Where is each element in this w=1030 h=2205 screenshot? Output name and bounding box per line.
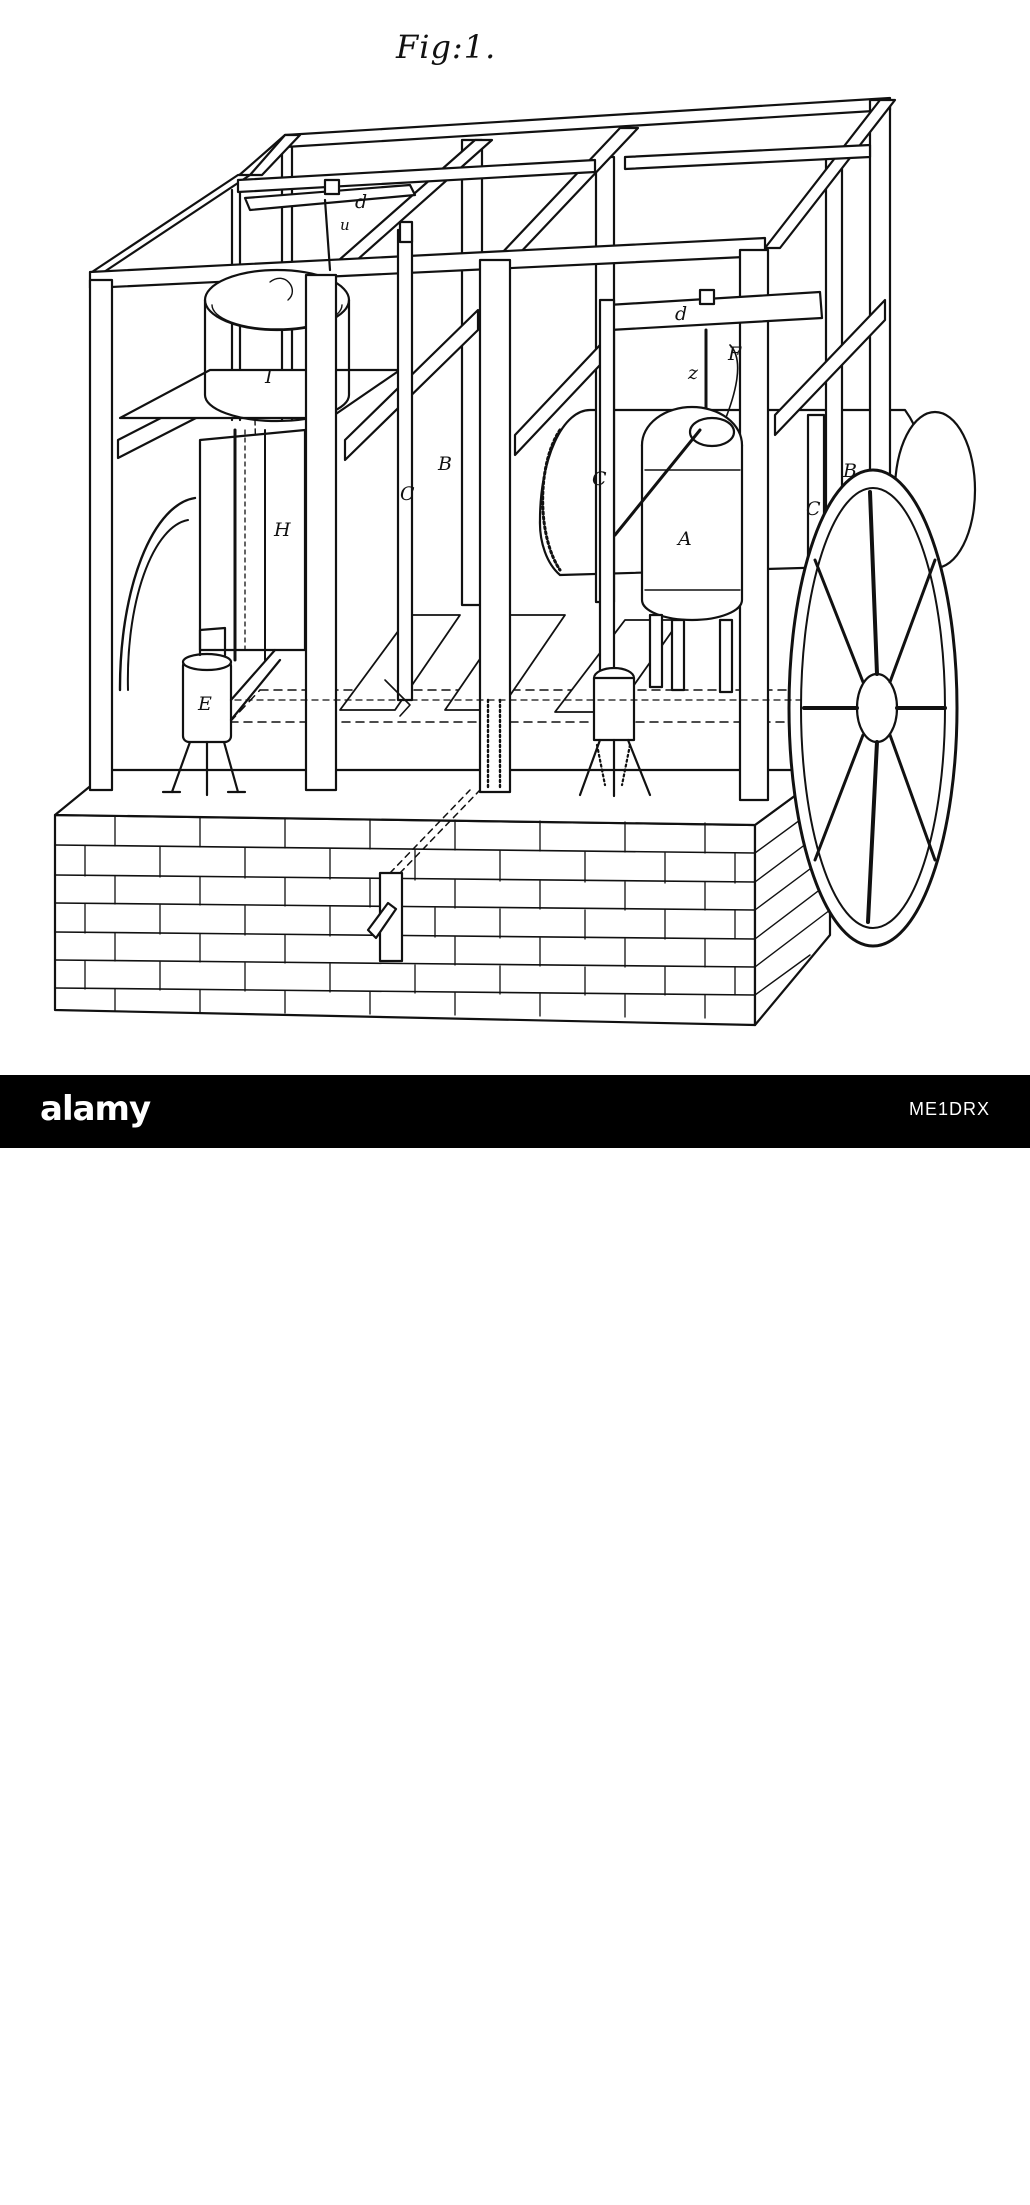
vessel-A	[613, 405, 744, 694]
brand-logo-text: alamy	[40, 1089, 151, 1129]
watermark-banner: alamy ME1DRX	[0, 1075, 1030, 2204]
label-z: z	[688, 362, 699, 384]
label-I: I	[265, 366, 273, 388]
machine-illustration	[53, 96, 977, 1027]
label-C-right: C	[592, 468, 607, 490]
label-H: H	[274, 519, 291, 541]
label-A: A	[678, 528, 692, 550]
pump-E	[161, 626, 282, 797]
front-wheel	[787, 468, 959, 948]
frame-posts	[88, 248, 770, 802]
figure-title: Fig:1.	[396, 28, 497, 66]
label-C-far: C	[806, 498, 821, 520]
label-E: E	[198, 693, 212, 715]
alamy-a-icon	[948, 2177, 974, 2204]
cabinet-H	[198, 428, 307, 662]
patent-drawing: Fig:1. d u I d z F B C H C A B C E	[0, 0, 1030, 1075]
label-d-left: d	[355, 191, 368, 213]
brick-base	[53, 768, 832, 1027]
label-C-left: C	[400, 483, 415, 505]
rod-C-left	[384, 220, 414, 717]
label-F-right: F	[728, 343, 742, 365]
left-wheel	[118, 496, 197, 692]
rod-C-right	[578, 298, 652, 798]
image-id: ME1DRX	[908, 1099, 990, 1119]
label-B-right: B	[843, 460, 857, 482]
label-d-right: d	[675, 303, 688, 325]
beam-left	[243, 178, 417, 272]
label-u: u	[340, 216, 350, 234]
label-B-center: B	[438, 453, 452, 475]
